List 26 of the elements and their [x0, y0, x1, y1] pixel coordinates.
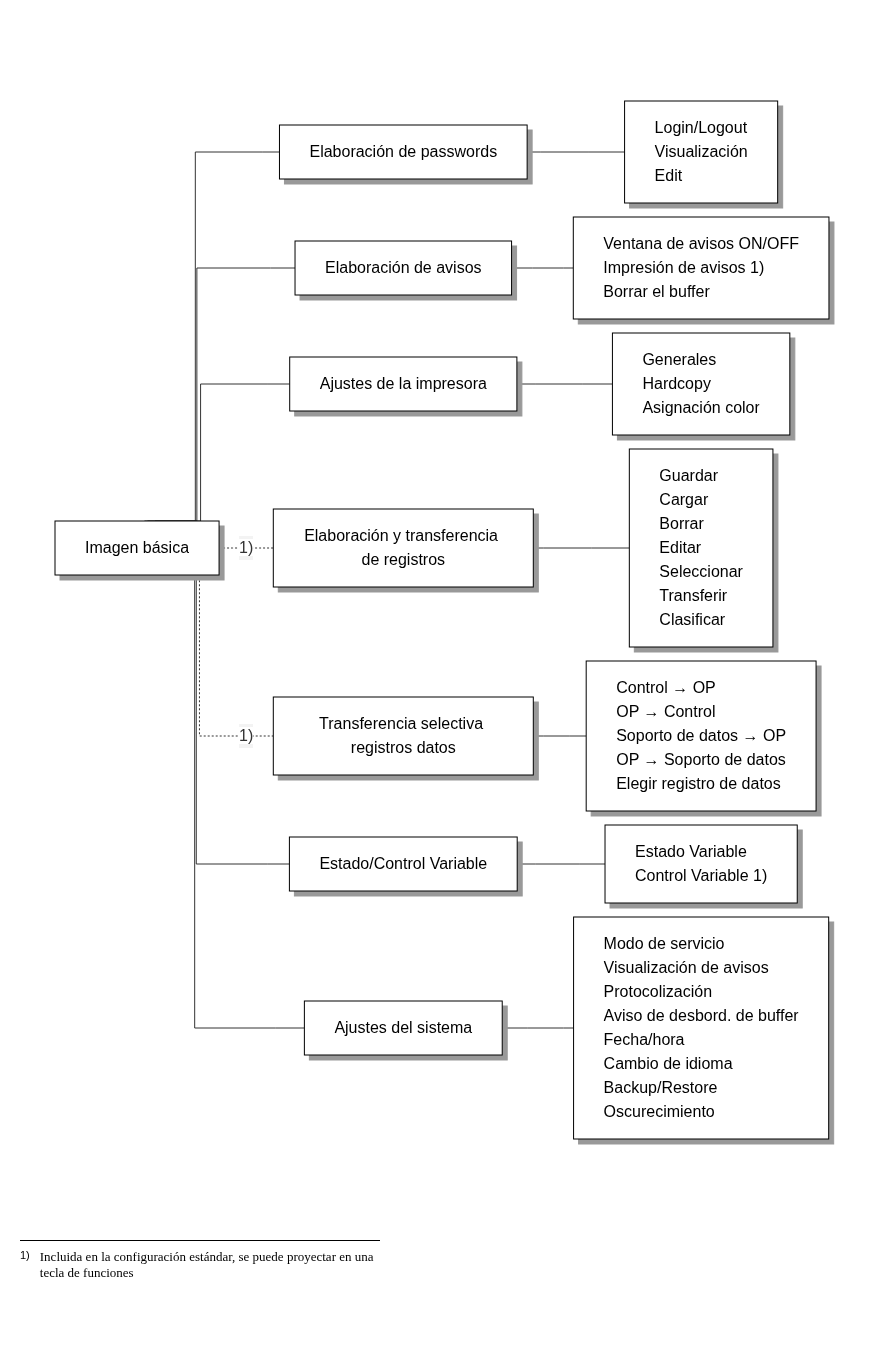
node-box: Transferencia selectiva registros datos: [272, 696, 534, 776]
connector: [501, 1027, 574, 1029]
edge-label: 1): [238, 727, 253, 744]
node-box: Estado Variable Control Variable 1): [604, 824, 798, 904]
node-box: Imagen básica: [54, 520, 220, 576]
node-box: Login/Logout Visualización Edit: [623, 100, 778, 204]
node-box: Estado/Control Variable: [288, 836, 518, 892]
node-box: Elaboración de avisos: [294, 240, 512, 296]
node-box: Control → OP OP → Control Soporto de datos → OP OP → Soporto de datos Elegir registro de datos: [585, 660, 817, 812]
edge-label: 1): [238, 539, 253, 556]
connector: [532, 735, 587, 737]
node-box: Elaboración de passwords: [278, 124, 528, 180]
connector: [516, 863, 606, 865]
footnote-text: Incluida en la configuración estándar, se puede proyectar en una tecla de funciones: [39, 1249, 375, 1281]
node-box: Elaboración y transferencia de registros: [272, 508, 534, 588]
node-box: Ajustes de la impresora: [288, 356, 517, 412]
connector: [526, 151, 625, 153]
node-box: Guardar Cargar Borrar Editar Seleccionar Transferir Clasificar: [628, 448, 773, 648]
node-box: Modo de servicio Visualización de avisos Protocolización Aviso de desbord. de buffer Fecha/hora Cambio de idioma Backup/Restore Oscurecimiento: [572, 916, 829, 1140]
footnote-mark: 1): [20, 1249, 30, 1263]
node-box: Ventana de avisos ON/OFF Impresión de avisos 1) Borrar el buffer: [572, 216, 829, 320]
node-box: Ajustes del sistema: [303, 1000, 503, 1056]
connector: [510, 267, 574, 269]
node-box: Generales Hardcopy Asignación color: [611, 332, 790, 436]
connector: [532, 547, 630, 549]
connector: [515, 383, 613, 385]
